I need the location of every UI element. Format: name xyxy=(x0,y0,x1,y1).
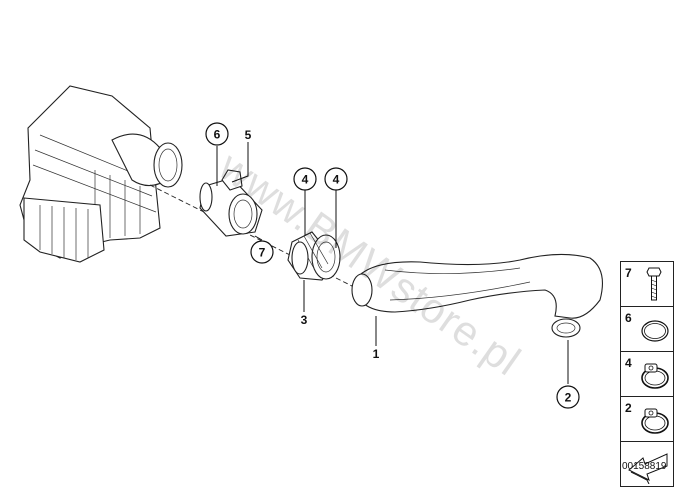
parts-legend: 7 6 4 2 xyxy=(620,261,674,487)
svg-text:1: 1 xyxy=(373,347,380,361)
svg-text:4: 4 xyxy=(333,173,340,187)
callout-7[interactable]: 7 xyxy=(250,240,274,264)
legend-item-2[interactable]: 2 xyxy=(621,397,673,442)
legend-number: 4 xyxy=(625,356,632,370)
air-mass-meter[interactable] xyxy=(199,169,263,237)
callout-6[interactable]: 6 xyxy=(205,122,229,146)
legend-item-6[interactable]: 6 xyxy=(621,307,673,352)
direction-arrow-icon xyxy=(628,453,668,484)
callout-2[interactable]: 2 xyxy=(556,385,580,409)
leader-5 xyxy=(231,142,249,183)
svg-text:3: 3 xyxy=(301,313,308,327)
svg-text:2: 2 xyxy=(565,391,572,405)
svg-text:6: 6 xyxy=(214,128,221,142)
svg-text:7: 7 xyxy=(259,246,266,260)
callout-3[interactable]: 3 xyxy=(301,313,308,327)
hose-clamp-icon xyxy=(641,363,669,389)
air-filter-housing[interactable] xyxy=(19,85,183,263)
callout-4-left[interactable]: 4 xyxy=(293,167,317,191)
legend-number: 6 xyxy=(625,311,632,325)
svg-text:4: 4 xyxy=(302,173,309,187)
bolt-icon xyxy=(646,267,662,301)
legend-number: 7 xyxy=(625,266,632,280)
legend-arrow-cell xyxy=(621,442,673,486)
callout-4-right[interactable]: 4 xyxy=(324,167,348,191)
legend-item-4[interactable]: 4 xyxy=(621,352,673,397)
svg-text:5: 5 xyxy=(245,128,252,142)
hose-clamp-icon xyxy=(641,408,669,434)
callout-1[interactable]: 1 xyxy=(373,347,380,361)
legend-number: 2 xyxy=(625,401,632,415)
ring-clamp-icon xyxy=(641,320,669,342)
reference-code: 00158819 xyxy=(622,461,667,472)
legend-item-7[interactable]: 7 xyxy=(621,262,673,307)
callout-5[interactable]: 5 xyxy=(245,128,252,142)
leader-7 xyxy=(254,235,263,241)
intake-duct[interactable] xyxy=(351,253,603,338)
rubber-boot[interactable] xyxy=(287,231,341,281)
